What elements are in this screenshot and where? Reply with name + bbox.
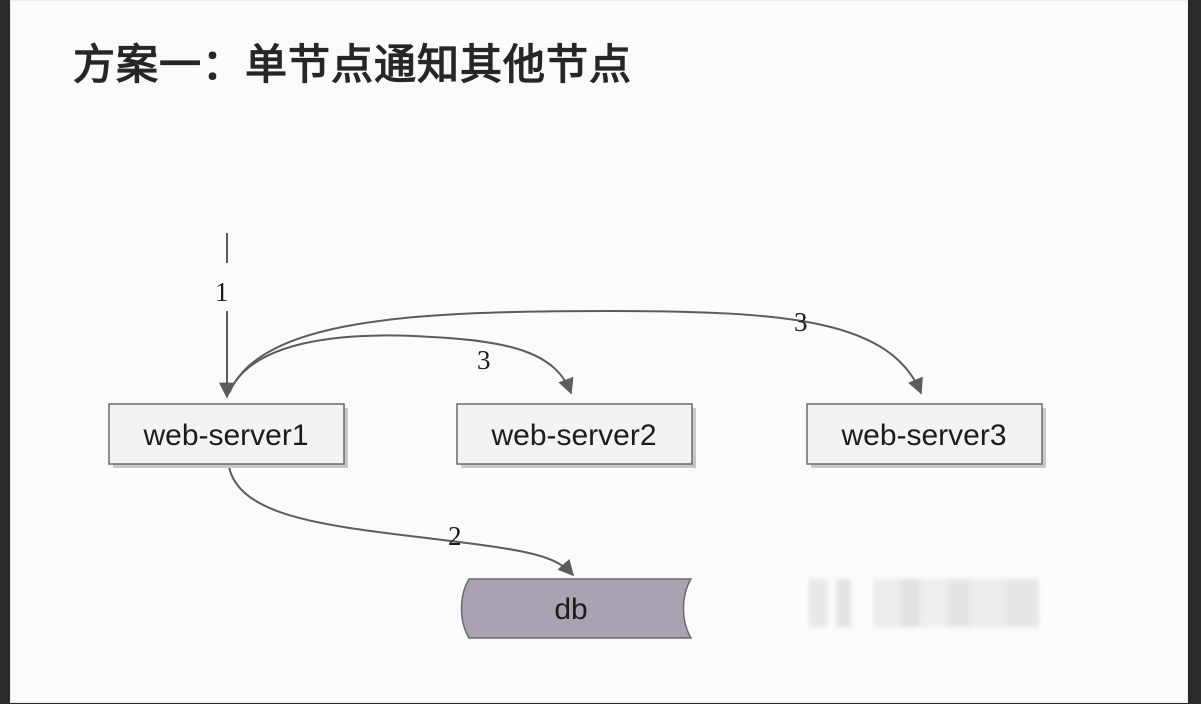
edge-label-2: 2 [448, 521, 462, 551]
edge-write-db-path [228, 466, 575, 577]
node-web-server3: web-server3 [806, 403, 1046, 468]
edge-notify-server3: 3 [228, 307, 923, 395]
node-web-server3-box [806, 403, 1043, 465]
edge-request: 1 [215, 233, 235, 399]
edge-notify-server3-path [228, 309, 923, 395]
edge-label-3a: 3 [477, 345, 491, 375]
edge-notify-server2: 3 [228, 334, 574, 395]
slide-title: 方案一：单节点通知其他节点 [73, 40, 633, 89]
node-web-server2-box [456, 403, 693, 465]
node-db-label: db [554, 593, 587, 626]
node-web-server1-label: web-server1 [142, 419, 308, 452]
database-icon [460, 578, 693, 639]
node-web-server3-label: web-server3 [840, 419, 1006, 452]
node-db: db [460, 578, 693, 639]
node-web-server2-label: web-server2 [490, 419, 656, 452]
slide: 方案一：单节点通知其他节点 1 3 3 2 [10, 0, 1188, 703]
node-web-server1-box [108, 403, 345, 465]
node-web-server1: web-server1 [108, 403, 348, 468]
edge-notify-server2-path [228, 334, 574, 395]
blurred-watermark [809, 579, 1039, 627]
edge-label-1: 1 [215, 277, 229, 307]
node-web-server2: web-server2 [456, 403, 696, 468]
edge-write-db: 2 [228, 466, 575, 577]
architecture-diagram: 1 3 3 2 web-server1 web-server2 [108, 233, 1046, 639]
edge-label-3b: 3 [794, 307, 808, 337]
